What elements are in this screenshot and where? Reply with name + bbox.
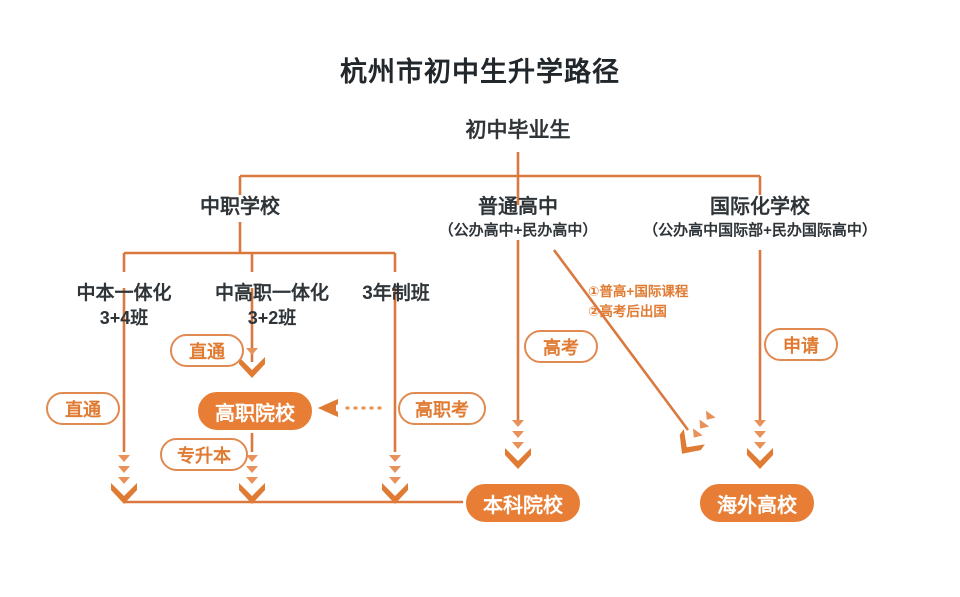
pill-gaokao[interactable]: 高考 xyxy=(524,330,598,363)
pill-zhitong-mid[interactable]: 直通 xyxy=(170,334,244,367)
node-root: 初中毕业生 xyxy=(418,118,618,144)
pill-zhuanshengben[interactable]: 专升本 xyxy=(160,438,248,471)
pill-shenqing[interactable]: 申请 xyxy=(764,328,838,361)
arrow-gaokao-to-benke xyxy=(505,420,531,469)
pill-gaokao-label: 高考 xyxy=(543,337,579,358)
node-regular-high-school-label: 普通高中 xyxy=(478,196,558,218)
terminal-overseas-college-label: 海外高校 xyxy=(717,494,797,517)
pill-zhuanshengben-label: 专升本 xyxy=(177,445,231,466)
arrow-diagonal-to-overseas xyxy=(671,410,716,462)
note-international-paths-line1: ①普高+国际课程 xyxy=(588,284,689,299)
pill-zhitong-left-label: 直通 xyxy=(65,399,101,420)
terminal-benke-college-label: 本科院校 xyxy=(483,494,563,517)
pill-shenqing-label: 申请 xyxy=(783,335,819,356)
node-zhonggaozhi-integrated: 中高职一体化 3+2班 xyxy=(186,282,358,330)
pill-gaozhikao[interactable]: 高职考 xyxy=(398,392,486,425)
arrow-shenqing-to-overseas xyxy=(747,420,773,469)
pill-gaozhikao-label: 高职考 xyxy=(415,399,469,420)
node-vocational-school: 中职学校 xyxy=(140,195,340,219)
node-root-label: 初中毕业生 xyxy=(465,119,571,142)
terminal-benke-college[interactable]: 本科院校 xyxy=(466,484,580,522)
pill-zhitong-left[interactable]: 直通 xyxy=(46,392,120,425)
node-zhongben-integrated-sub: 3+4班 xyxy=(99,308,149,329)
node-zhonggaozhi-integrated-label: 中高职一体化 xyxy=(214,283,329,304)
note-international-paths: ①普高+国际课程 ②高考后出国 xyxy=(588,282,688,321)
node-three-year-class-label: 3年制班 xyxy=(362,283,430,304)
node-zhongben-integrated: 中本一体化 3+4班 xyxy=(44,282,204,330)
arrow-threeyear-to-benke xyxy=(382,455,408,504)
terminal-overseas-college[interactable]: 海外高校 xyxy=(700,484,814,522)
arrow-zhongben-to-benke xyxy=(111,455,137,504)
node-international-school: 国际化学校 （公办高中国际部+民办国际高中） xyxy=(608,195,912,241)
page-title: 杭州市初中生升学路径 xyxy=(340,57,620,87)
terminal-gaozhi-college-label: 高职院校 xyxy=(215,402,295,425)
node-zhonggaozhi-integrated-sub: 3+2班 xyxy=(247,308,297,329)
pill-zhitong-mid-label: 直通 xyxy=(189,341,225,362)
node-vocational-school-label: 中职学校 xyxy=(200,196,280,218)
note-international-paths-line2: ②高考后出国 xyxy=(588,303,667,319)
node-regular-high-school: 普通高中 （公办高中+民办高中） xyxy=(398,195,638,241)
node-international-school-label: 国际化学校 xyxy=(710,196,810,218)
node-regular-high-school-sub: （公办高中+民办高中） xyxy=(438,222,598,240)
terminal-gaozhi-college[interactable]: 高职院校 xyxy=(198,392,312,430)
node-three-year-class: 3年制班 xyxy=(336,282,456,305)
node-zhongben-integrated-label: 中本一体化 xyxy=(76,283,172,304)
arrow-gaozhikao-to-college xyxy=(318,399,382,417)
node-international-school-sub: （公办高中国际部+民办国际高中） xyxy=(643,222,877,240)
